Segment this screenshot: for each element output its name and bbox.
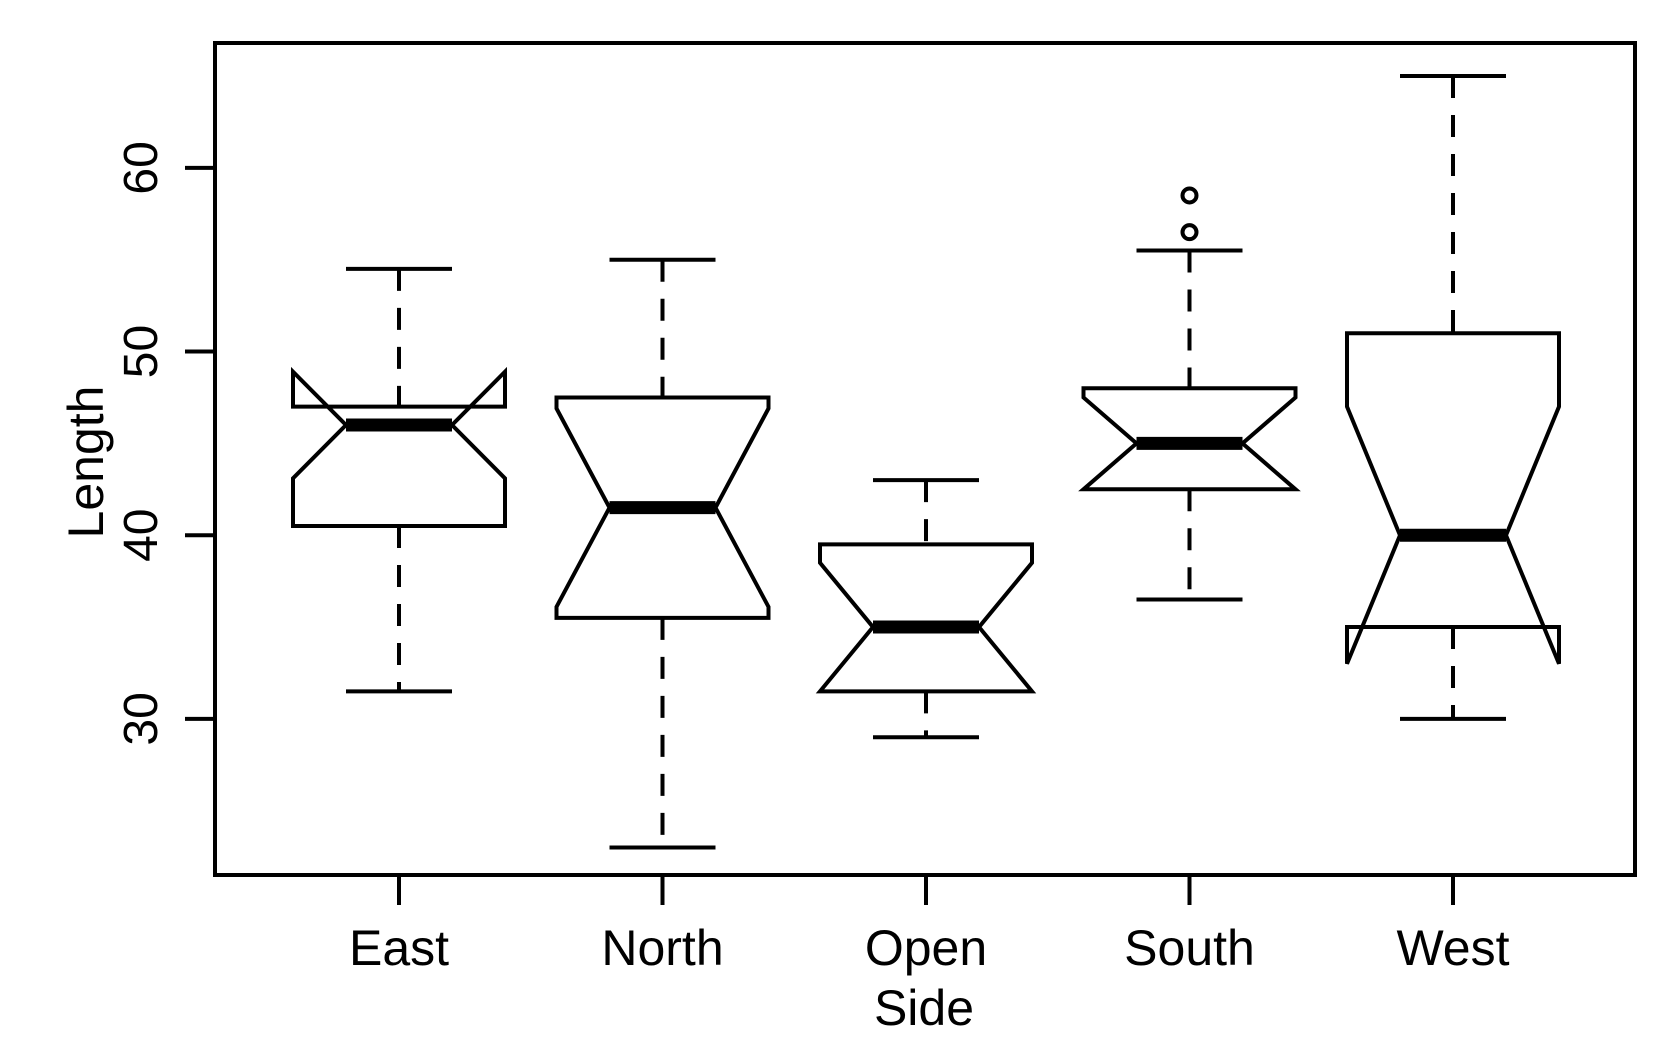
box-east [291, 266, 507, 694]
outlier-point [1180, 223, 1199, 242]
y-axis-label: Length [58, 386, 114, 539]
x-axis-label: Side [874, 980, 974, 1036]
box-south [1078, 186, 1301, 602]
box-open [815, 478, 1037, 740]
x-tick-label: North [601, 920, 723, 976]
x-tick-label: Open [865, 920, 987, 976]
box-body [291, 366, 507, 529]
y-tick-label: 30 [115, 692, 168, 745]
outlier-point [1180, 186, 1199, 205]
x-tick-label: West [1397, 920, 1510, 976]
y-tick-label: 60 [115, 141, 168, 194]
x-tick-label: South [1124, 920, 1255, 976]
box-north [554, 257, 771, 850]
boxes-layer [291, 74, 1561, 850]
box-body [815, 542, 1037, 694]
y-tick-label: 50 [115, 325, 168, 378]
x-tick-label: East [349, 920, 449, 976]
y-axis: 30 40 50 60 [115, 141, 215, 746]
box-body [1345, 331, 1561, 665]
x-axis: East North Open South West [349, 875, 1510, 976]
y-tick-label: 40 [115, 509, 168, 562]
box-west [1345, 74, 1561, 721]
